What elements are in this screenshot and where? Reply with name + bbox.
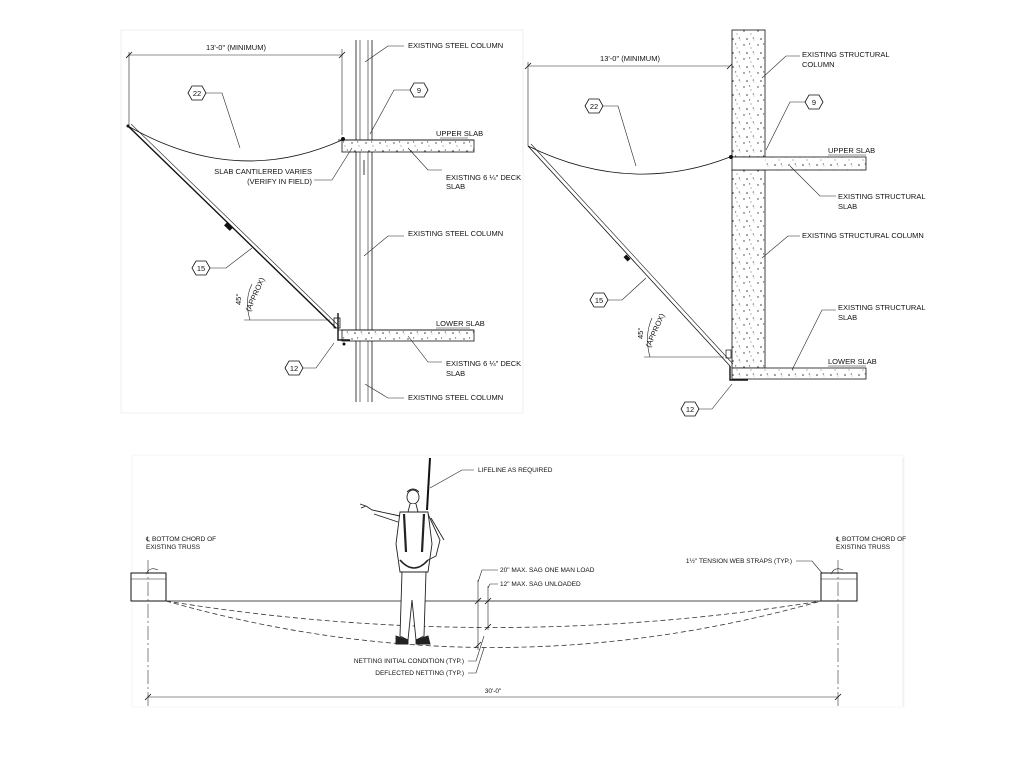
detail-b-label-column-top: EXISTING STRUCTURAL bbox=[802, 50, 890, 59]
detail-b-net-curve bbox=[527, 145, 731, 175]
svg-text:22: 22 bbox=[590, 102, 598, 111]
detail-a-label-deck-lower-2: SLAB bbox=[446, 369, 465, 378]
detail-a-label-cantilever: SLAB CANTILERED VARIES bbox=[214, 167, 312, 176]
detail-b-label-lower-slab: LOWER SLAB bbox=[828, 357, 877, 366]
detail-c-label-sag-unloaded: 12" MAX. SAG UNLOADED bbox=[500, 581, 581, 588]
detail-a-label-column-bottom: EXISTING STEEL COLUMN bbox=[408, 393, 503, 402]
detail-b-dimension: 13'-0" (MINIMUM) bbox=[524, 54, 734, 146]
detail-a-tag-15: 15 bbox=[191, 247, 253, 276]
detail-c-deflected-netting-curve bbox=[165, 600, 822, 648]
detail-a-upper-slab bbox=[338, 139, 475, 153]
svg-text:12: 12 bbox=[290, 364, 298, 373]
detail-c-span-label: 30'-0" bbox=[485, 688, 502, 695]
detail-a-tag-22: 22 bbox=[187, 85, 241, 149]
svg-text:9: 9 bbox=[417, 86, 421, 95]
detail-b-tag-15: 15 bbox=[589, 277, 647, 308]
detail-b-label-slab-upper: EXISTING STRUCTURAL bbox=[838, 192, 926, 201]
detail-b-boom-arm bbox=[527, 143, 748, 381]
detail-b-concrete-column: 13'-0" (MINIMUM) bbox=[524, 29, 926, 417]
detail-c-label-sag-loaded: 20" MAX. SAG ONE MAN LOAD bbox=[500, 567, 595, 574]
detail-a-label-column-top: EXISTING STEEL COLUMN bbox=[408, 41, 503, 50]
detail-c-label-netting-initial: NETTING INITIAL CONDITION (TYP.) bbox=[354, 658, 464, 665]
detail-a-label-deck-lower: EXISTING 6 ¼" DECK bbox=[446, 359, 521, 368]
detail-a-dimension-label: 13'-0" (MINIMUM) bbox=[206, 43, 266, 52]
detail-a-bracket bbox=[333, 313, 350, 346]
detail-a-frame bbox=[120, 29, 524, 414]
detail-b-column-shape bbox=[731, 29, 766, 369]
detail-b-label-slab-upper-2: SLAB bbox=[838, 202, 857, 211]
detail-a-steel-column-shape bbox=[355, 40, 373, 402]
detail-c-label-left-chord-2: EXISTING TRUSS bbox=[146, 544, 201, 551]
detail-b-label-slab-lower: EXISTING STRUCTURAL bbox=[838, 303, 926, 312]
detail-b-tag-22: 22 bbox=[584, 98, 637, 167]
detail-b-label-slab-lower-2: SLAB bbox=[838, 313, 857, 322]
detail-b-label-column-mid: EXISTING STRUCTURAL COLUMN bbox=[802, 231, 924, 240]
detail-a-dimension: 13'-0" (MINIMUM) bbox=[125, 43, 346, 135]
detail-b-label-column-top-2: COLUMN bbox=[802, 60, 835, 69]
svg-text:15: 15 bbox=[595, 296, 603, 305]
detail-a-tag-9: 9 bbox=[369, 82, 429, 135]
detail-a-steel-column: 13'-0" (MINIMUM) bbox=[120, 29, 524, 414]
detail-c-span-dimension: 30'-0" bbox=[144, 688, 842, 701]
detail-c-truss-netting: 30'-0" LIFELINE AS REQUIRED ℄ BOTTOM CHO… bbox=[130, 454, 906, 708]
detail-a-label-deck-upper: EXISTING 6 ¼" DECK bbox=[446, 173, 521, 182]
detail-a-label-deck-upper-2: SLAB bbox=[446, 182, 465, 191]
svg-text:12: 12 bbox=[686, 405, 694, 414]
detail-b-dimension-label: 13'-0" (MINIMUM) bbox=[600, 54, 660, 63]
worker-figure-icon bbox=[359, 488, 445, 645]
detail-a-label-lower-slab: LOWER SLAB bbox=[436, 319, 485, 328]
svg-text:22: 22 bbox=[193, 89, 201, 98]
detail-c-label-straps: 1½" TENSION WEB STRAPS (TYP.) bbox=[686, 557, 792, 565]
detail-b-upper-slab bbox=[731, 156, 867, 171]
detail-a-angle-label: 45° bbox=[234, 294, 243, 305]
detail-c-left-truss-chord bbox=[130, 568, 167, 602]
detail-a-label-upper-slab: UPPER SLAB bbox=[436, 129, 483, 138]
detail-a-boom-arm bbox=[126, 123, 340, 329]
detail-b-angle-label: 45° bbox=[636, 328, 645, 339]
detail-b-tag-12: 12 bbox=[680, 383, 733, 417]
detail-b-lower-slab bbox=[731, 367, 867, 380]
detail-b-label-upper-slab: UPPER SLAB bbox=[828, 146, 875, 155]
detail-c-sag-dimension bbox=[474, 569, 498, 650]
detail-a-label-column-mid: EXISTING STEEL COLUMN bbox=[408, 229, 503, 238]
detail-c-initial-netting-curve bbox=[165, 600, 822, 628]
detail-b-tag-9: 9 bbox=[765, 94, 824, 151]
detail-c-right-truss-chord bbox=[820, 568, 858, 602]
detail-a-label-cantilever-2: (VERIFY IN FIELD) bbox=[247, 177, 312, 186]
detail-a-net-curve bbox=[127, 125, 343, 162]
detail-c-lifeline bbox=[426, 457, 431, 511]
svg-text:15: 15 bbox=[197, 264, 205, 273]
detail-c-label-left-chord: ℄ BOTTOM CHORD OF bbox=[145, 536, 216, 543]
detail-c-label-netting-deflected: DEFLECTED NETTING (TYP.) bbox=[375, 670, 464, 677]
detail-a-lower-slab bbox=[338, 329, 475, 342]
svg-text:9: 9 bbox=[812, 98, 816, 107]
detail-c-label-right-chord: ℄ BOTTOM CHORD OF bbox=[835, 536, 906, 543]
detail-c-label-lifeline: LIFELINE AS REQUIRED bbox=[478, 467, 553, 474]
detail-b-angle: 45° (APPROX) bbox=[636, 312, 724, 358]
detail-b-angle-note: (APPROX) bbox=[644, 312, 667, 349]
detail-a-tag-12: 12 bbox=[284, 342, 335, 376]
detail-c-label-right-chord-2: EXISTING TRUSS bbox=[836, 544, 891, 551]
